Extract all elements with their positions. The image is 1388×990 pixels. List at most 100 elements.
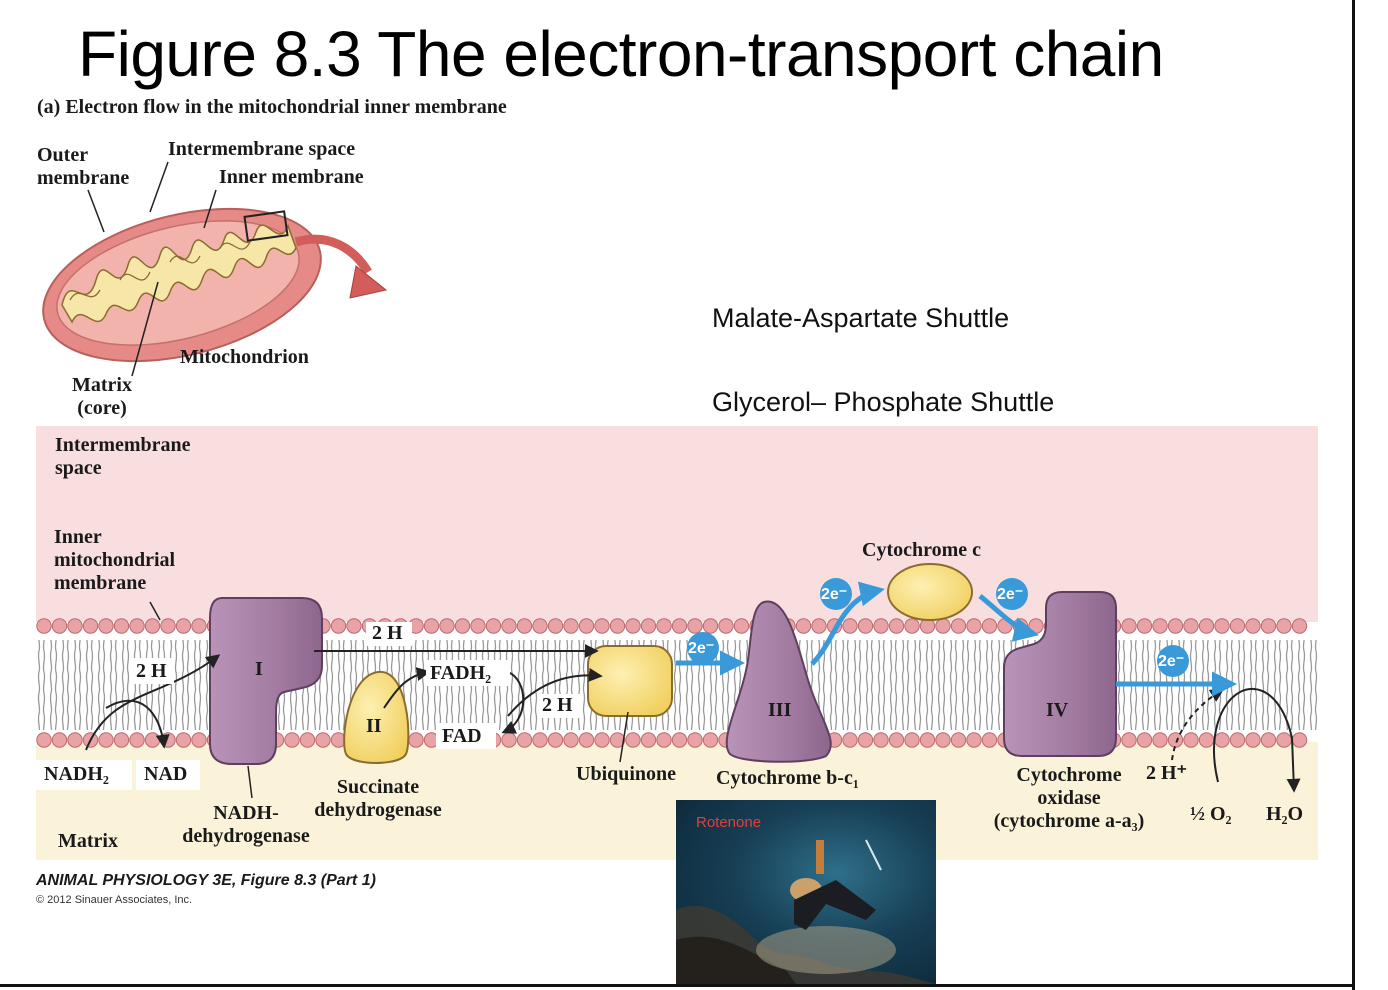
lipid-head (1291, 618, 1308, 634)
lipid-head (1167, 618, 1184, 634)
lipid-head (1152, 618, 1168, 634)
lipid-head (842, 618, 858, 634)
lipid-head (950, 618, 967, 634)
lipid-head (191, 618, 207, 634)
lipid-head (175, 618, 192, 634)
lipid-head (733, 618, 750, 634)
complex-iii-cytochrome-bc1 (725, 600, 832, 763)
intermembrane-space-label: Intermembrane space (168, 138, 356, 160)
rotenone-caption: Rotenone (696, 814, 762, 831)
complex-iv-cytochrome-oxidase (1003, 591, 1117, 757)
malate-aspartate-shuttle-note: Malate-Aspartate Shuttle (712, 303, 1010, 333)
lipid-head (687, 618, 703, 634)
fad-label: FAD (442, 725, 482, 747)
lipid-head (532, 618, 548, 634)
lipid-head (966, 618, 982, 634)
electron-badge-4: 2e⁻ (1158, 653, 1185, 670)
lipid-head (1214, 618, 1230, 634)
complex-iv-label: IV (1046, 699, 1069, 721)
lipid-head (1260, 618, 1277, 634)
lipid-head (609, 732, 626, 748)
lipid-head (1198, 618, 1215, 634)
copyright-notice: © 2012 Sinauer Associates, Inc. (36, 894, 193, 906)
matrix-line1: Matrix (72, 374, 132, 396)
lipid-head (888, 618, 905, 634)
lipid-head (129, 618, 145, 634)
lipid-head (330, 618, 347, 634)
ims-line2: space (55, 457, 102, 479)
intermembrane-band (36, 426, 1318, 622)
lipid-head (671, 618, 688, 634)
two-h-plus-label: 2 H⁺ (1146, 762, 1188, 784)
lipid-head (1167, 732, 1184, 748)
lipid-head (51, 618, 68, 634)
lipid-head (702, 618, 719, 634)
cytochrome-c-label: Cytochrome c (862, 539, 982, 561)
cyt-ox-line3: (cytochrome a-a₃) (993, 810, 1145, 832)
lipid-head (873, 732, 889, 748)
lipid-head (981, 618, 998, 634)
imm-line1: Inner (54, 526, 102, 548)
lipid-head (811, 618, 827, 634)
electron-badge-2: 2e⁻ (821, 586, 848, 603)
succ-dh-line1: Succinate (336, 776, 420, 798)
lipid-head (687, 732, 703, 748)
lipid-head (67, 732, 83, 748)
lipid-head (609, 618, 626, 634)
lipid-head (1121, 618, 1137, 634)
outer-membrane-line1: Outer (37, 144, 89, 166)
lipid-head (82, 618, 99, 634)
nadh-dehydrogenase-label: NADH- dehydrogenase (166, 802, 326, 848)
two-h-left-label: 2 H (136, 660, 167, 682)
lipid-head (1136, 732, 1153, 748)
lipid-head (935, 618, 951, 634)
lipid-head (98, 618, 114, 634)
lipid-head (1214, 732, 1230, 748)
lipid-head (1245, 732, 1261, 748)
lipid-head (454, 618, 471, 634)
label-backgrounds (36, 622, 582, 790)
lipid-head (532, 732, 548, 748)
lipid-head (919, 618, 936, 634)
lipid-head (36, 618, 52, 634)
lipid-head (485, 618, 502, 634)
lipid-head (113, 618, 130, 634)
lipid-head (1276, 732, 1292, 748)
lipid-head (547, 732, 564, 748)
lipid-head (1198, 732, 1215, 748)
lipid-head (904, 618, 920, 634)
outer-membrane-label: Outer membrane (37, 144, 129, 190)
lipid-head (67, 618, 83, 634)
lipid-head (640, 618, 657, 634)
inner-mitochondrial-membrane-label: Inner mitochondrial membrane (54, 526, 175, 595)
cyt-ox-line2: oxidase (1037, 787, 1101, 809)
lipid-head (315, 732, 331, 748)
lipid-head (1229, 618, 1246, 634)
cyt-ox-line1: Cytochrome (1016, 764, 1122, 786)
lipid-head (594, 618, 610, 634)
outer-membrane-line2: membrane (37, 167, 130, 189)
lipid-head (1276, 618, 1292, 634)
lipid-head (888, 732, 905, 748)
lipid-head (795, 618, 812, 634)
lipid-head (563, 732, 579, 748)
lipid-head (594, 732, 610, 748)
lipid-head (718, 618, 734, 634)
succinate-dehydrogenase-label: Succinate dehydrogenase (296, 776, 460, 822)
lipid-head (346, 618, 362, 634)
lipid-head (1291, 732, 1308, 748)
nad-label: NAD (144, 763, 188, 785)
water-label: H₂O (1266, 803, 1304, 825)
lipid-head (98, 732, 114, 748)
lipid-head (904, 732, 920, 748)
glycerol-phosphate-shuttle-note: Glycerol– Phosphate Shuttle (712, 387, 1055, 417)
lipid-head (857, 618, 874, 634)
lipid-head (1152, 732, 1168, 748)
half-o2-label: ½ O₂ (1190, 803, 1232, 825)
lipid-head (175, 732, 192, 748)
lipid-head (423, 618, 440, 634)
complex-i-label: I (255, 658, 263, 680)
lipid-head (144, 732, 161, 748)
frame-right-border (1352, 0, 1355, 990)
